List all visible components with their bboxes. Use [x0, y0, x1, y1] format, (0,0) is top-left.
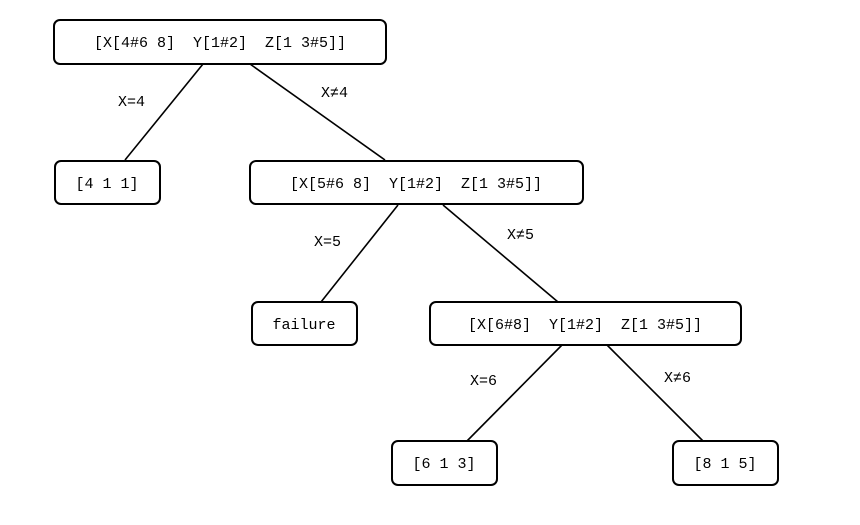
edge-label-x-eq-4: X=4 [118, 94, 145, 111]
node-leaf-failure-box [251, 301, 358, 346]
node-leaf-failure: failure [251, 301, 358, 346]
edge-x-eq-6 [466, 344, 563, 442]
edge-x-eq-4 [124, 63, 204, 161]
node-branch-x-not5: [X[6#8] Y[1#2] Z[1 3#5]] [429, 301, 742, 346]
node-leaf-x4-box [54, 160, 161, 205]
node-leaf-x-not6: [8 1 5] [672, 440, 779, 486]
node-leaf-x6: [6 1 3] [391, 440, 498, 486]
edge-label-x-eq-5: X=5 [314, 234, 341, 251]
node-leaf-x4-label: [4 1 1] [75, 176, 138, 193]
node-branch-x-not4-label: [X[5#6 8] Y[1#2] Z[1 3#5]] [290, 176, 542, 193]
node-branch-x-not4-box [249, 160, 584, 205]
edge-x-neq-6 [606, 344, 704, 442]
edge-x-neq-5 [442, 204, 559, 303]
edge-label-x-neq-5: X≠5 [507, 227, 534, 244]
node-root-box [53, 19, 387, 65]
edge-x-eq-5 [320, 204, 399, 303]
node-branch-x-not5-box [429, 301, 742, 346]
node-branch-x-not5-label: [X[6#8] Y[1#2] Z[1 3#5]] [468, 317, 702, 334]
edge-x-neq-4 [249, 63, 386, 161]
edge-label-x-neq-6: X≠6 [664, 370, 691, 387]
node-leaf-x6-label: [6 1 3] [412, 456, 475, 473]
node-leaf-x-not6-label: [8 1 5] [693, 456, 756, 473]
node-leaf-x-not6-box [672, 440, 779, 486]
node-root: [X[4#6 8] Y[1#2] Z[1 3#5]] [53, 19, 387, 65]
node-leaf-x6-box [391, 440, 498, 486]
edge-label-x-eq-6: X=6 [470, 373, 497, 390]
edge-label-x-neq-4: X≠4 [321, 85, 348, 102]
node-leaf-x4: [4 1 1] [54, 160, 161, 205]
node-branch-x-not4: [X[5#6 8] Y[1#2] Z[1 3#5]] [249, 160, 584, 205]
node-root-label: [X[4#6 8] Y[1#2] Z[1 3#5]] [94, 35, 346, 52]
node-leaf-failure-label: failure [272, 317, 335, 334]
